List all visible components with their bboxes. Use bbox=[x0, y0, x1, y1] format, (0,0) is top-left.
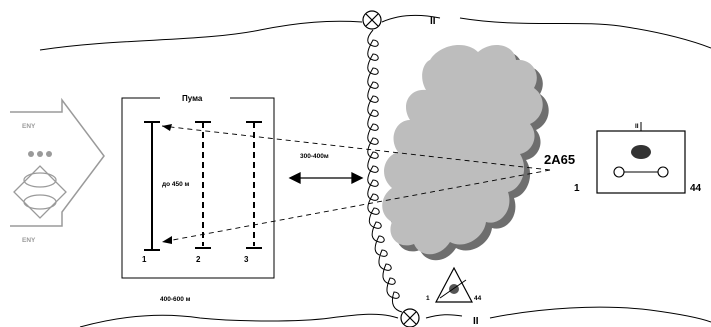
boundary-marker-top-icon bbox=[362, 10, 382, 30]
target-box bbox=[596, 130, 686, 194]
weapon-line-2 bbox=[195, 121, 211, 249]
weapon-line-1 bbox=[144, 121, 160, 251]
triangle-left-number: 1 bbox=[426, 295, 430, 302]
position-number-3: 3 bbox=[244, 255, 249, 264]
sight-line-upper bbox=[161, 125, 551, 171]
target-barbell-icon bbox=[613, 166, 669, 178]
target-left-number: 1 bbox=[574, 183, 580, 194]
gap-distance-label: 300-400м bbox=[300, 153, 329, 160]
boundary-marker-bottom-icon bbox=[400, 308, 420, 327]
target-top-mark: II bbox=[635, 123, 639, 130]
title-backdrop bbox=[160, 92, 230, 104]
top-boundary-line-right bbox=[381, 14, 711, 49]
sight-line-lower bbox=[161, 169, 551, 243]
range-inner-label: до 450 м bbox=[162, 181, 190, 188]
left-marker-bottom-label: ENY bbox=[22, 237, 36, 244]
diamond-unit-icon bbox=[13, 165, 67, 219]
left-marker-top-label: ENY bbox=[22, 123, 36, 130]
target-center-icon bbox=[631, 145, 651, 159]
bottom-boundary-line-right bbox=[425, 306, 711, 323]
target-label: 2А65 bbox=[544, 152, 575, 167]
distance-double-arrow-icon bbox=[288, 171, 364, 185]
top-boundary-line-left bbox=[39, 20, 363, 51]
triangle-right-number: 44 bbox=[474, 295, 482, 302]
boundary-mark-bottom: II bbox=[473, 316, 479, 327]
boundary-mark-top: II bbox=[430, 16, 436, 27]
sight-arrowhead-lower-icon bbox=[162, 236, 172, 244]
position-number-1: 1 bbox=[142, 255, 147, 264]
observation-post-triangle-icon bbox=[435, 266, 473, 303]
range-outer-label: 400-600 м bbox=[160, 296, 191, 303]
three-dots-icon bbox=[28, 151, 52, 157]
sight-arrowhead-upper-icon bbox=[162, 124, 172, 131]
position-title: Пума bbox=[182, 94, 203, 103]
smoke-screen-cloud bbox=[382, 45, 543, 255]
target-right-number: 44 bbox=[690, 183, 702, 194]
bottom-boundary-line-left bbox=[79, 313, 399, 327]
advance-direction-arrow bbox=[10, 97, 105, 227]
forward-edge-line bbox=[367, 29, 403, 313]
position-number-2: 2 bbox=[196, 255, 201, 264]
